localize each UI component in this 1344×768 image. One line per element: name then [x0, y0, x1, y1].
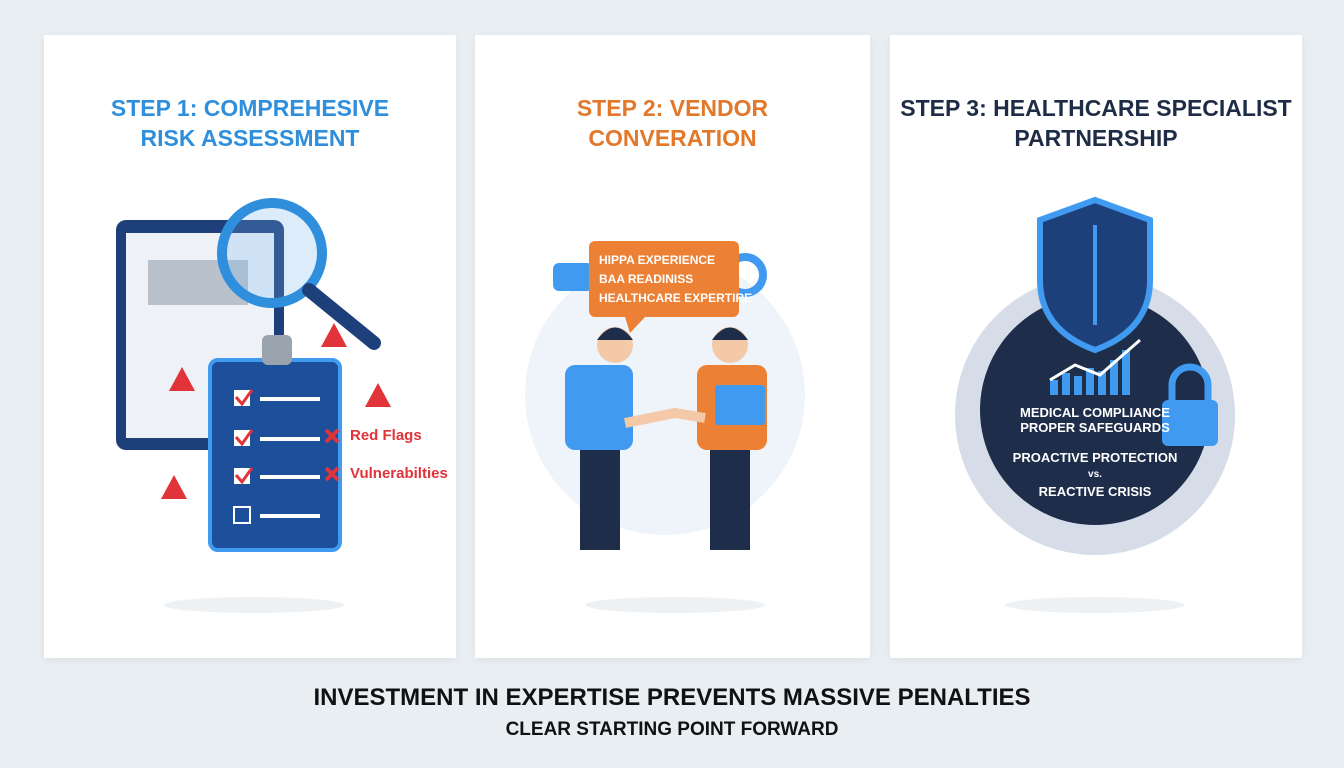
- reactive-text: REACTIVE CRISIS: [1038, 484, 1152, 499]
- vulnerabilities-label: Vulnerabilties: [350, 465, 448, 482]
- laptop-icon: [715, 385, 765, 425]
- vs-text: vs.: [1088, 469, 1102, 480]
- handshake-icon: [624, 407, 706, 428]
- red-flags-label: Red Flags: [350, 427, 422, 444]
- proactive-text: PROACTIVE PROTECTION: [1012, 450, 1178, 465]
- chat-icon: [553, 263, 593, 291]
- padlock-icon: [1162, 400, 1218, 446]
- footer-subline: CLEAR STARTING POINT FORWARD: [505, 719, 839, 740]
- medical-compliance-text: MEDICAL COMPLIANCE: [1020, 405, 1170, 420]
- risk-assessment-illustration: [116, 198, 391, 613]
- partnership-illustration: [955, 196, 1235, 613]
- warning-icons: [161, 323, 391, 499]
- footer-headline: INVESTMENT IN EXPERTISE PREVENTS MASSIVE…: [313, 684, 1031, 711]
- clipboard-icon: [208, 358, 342, 552]
- vendor-conversation-illustration: [525, 253, 805, 613]
- magnifier-icon: [217, 198, 327, 308]
- bar-chart-icon: [1050, 350, 1130, 395]
- safeguards-text: PROPER SAFEGUARDS: [1020, 420, 1170, 435]
